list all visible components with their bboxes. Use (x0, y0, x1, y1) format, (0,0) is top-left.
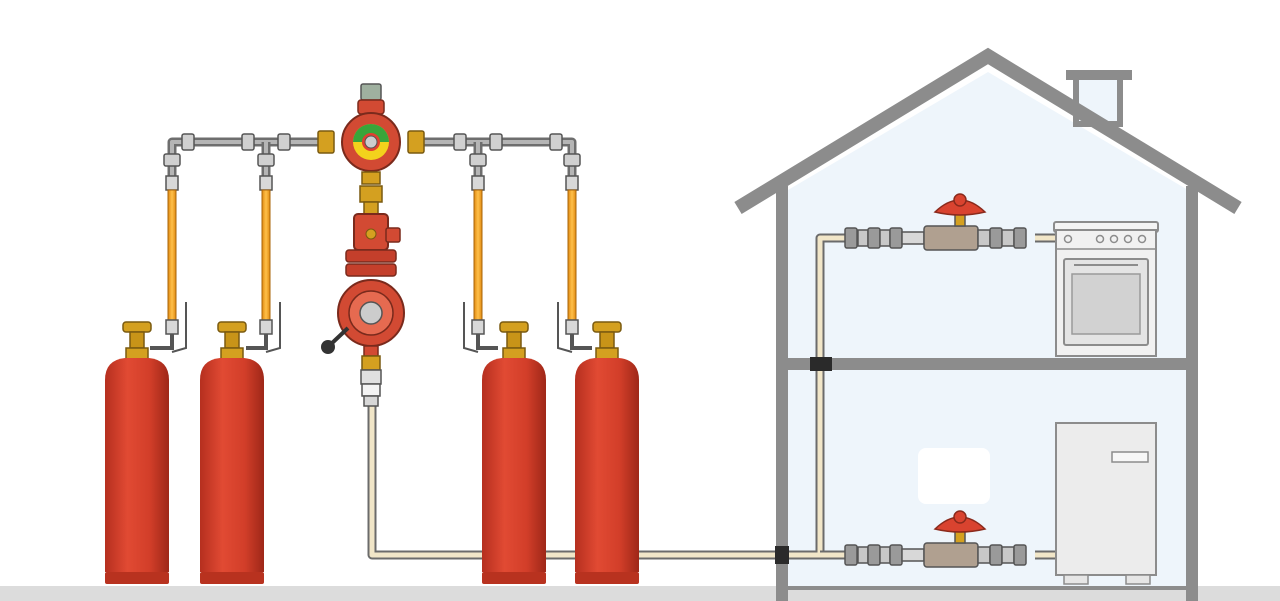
ball-valve-lower (844, 510, 1027, 568)
left-wall (776, 186, 788, 590)
boiler-icon (918, 422, 1157, 585)
pressure-regulator (321, 83, 405, 407)
valve-handle-lower (933, 516, 987, 533)
gas-cylinder-3 (482, 321, 546, 584)
ball-valve-upper (844, 193, 1027, 251)
stove-knob (1063, 234, 1073, 244)
flexible-hose-2 (246, 175, 281, 353)
house (734, 47, 1242, 601)
stove-knob (1095, 234, 1105, 244)
flexible-hose-4 (557, 175, 592, 353)
boiler-foot (1125, 574, 1151, 585)
stove-knob (1137, 234, 1147, 244)
roof (734, 47, 1242, 214)
stove-knob (1123, 234, 1133, 244)
boiler-foot (1063, 574, 1089, 585)
oven-window (1071, 273, 1141, 335)
floor-sleeve (810, 357, 832, 371)
manifold-pipe (163, 130, 581, 180)
floor-slab (788, 358, 1186, 370)
stove-knob (1109, 234, 1119, 244)
gas-cylinder-4 (575, 321, 639, 584)
valve-handle-upper (933, 199, 987, 216)
gas-cylinder-2 (200, 321, 264, 584)
gas-supply-pipe (367, 233, 1058, 564)
flexible-hose-3 (463, 175, 498, 353)
gas-cylinder-1 (105, 321, 169, 584)
stove-icon (1053, 221, 1159, 357)
wall-sleeve (775, 546, 789, 564)
right-wall (1186, 186, 1198, 590)
flexible-hose-1 (150, 175, 187, 353)
boiler-panel (1111, 451, 1149, 463)
